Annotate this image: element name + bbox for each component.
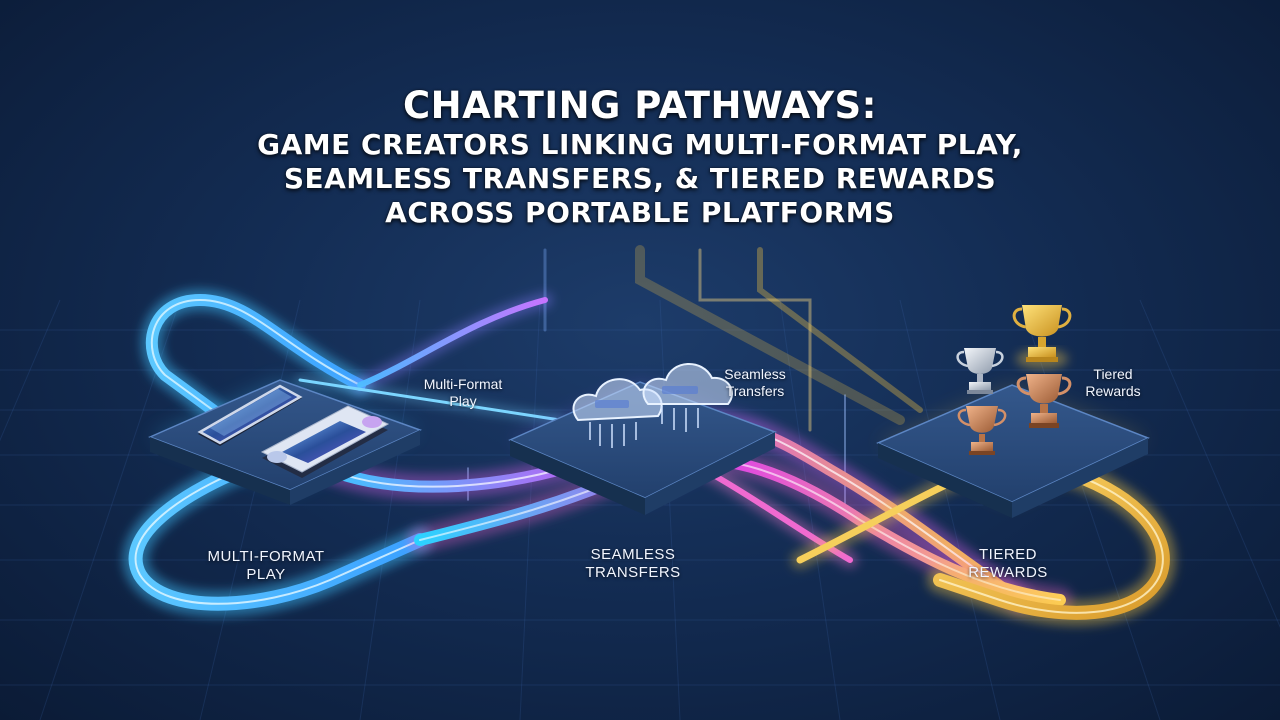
devices-platform [148,379,422,505]
rewards-path-label: Tiered Rewards [968,546,1048,581]
cloud-icon [642,363,733,432]
title-line-3: Seamless Transfers, & Tiered Rewards [283,162,997,195]
cloud-platform [508,363,777,515]
upper-transfer-path [295,292,565,425]
transfers-path-label: Seamless Transfers [585,546,681,581]
silver-trophy-icon [956,348,1004,394]
smartphone-icon [197,384,303,446]
title-line-1: Charting Pathways: [403,84,877,127]
bronze-trophy-icon [1016,374,1072,428]
handheld-console-icon [260,405,390,478]
cloud-platform-label: Seamless Transfers [724,366,786,399]
play-path-label: Multi-Format Play [207,548,325,583]
bronze-trophy-icon [957,406,1007,455]
title-line-2: Game Creators Linking Multi-Format Play, [257,128,1023,161]
title-line-4: Across Portable Platforms [385,196,895,229]
rewards-platform-label: Tiered Rewards [1085,366,1141,399]
devices-platform-label: Multi-Format Play [423,376,503,409]
blue-loop-path [122,289,433,617]
rewards-platform [876,305,1150,518]
gold-loop-path [927,457,1176,626]
gold-trophy-icon [1012,305,1072,369]
diagram-title: Charting Pathways: Game Creators Linking… [0,84,1280,230]
